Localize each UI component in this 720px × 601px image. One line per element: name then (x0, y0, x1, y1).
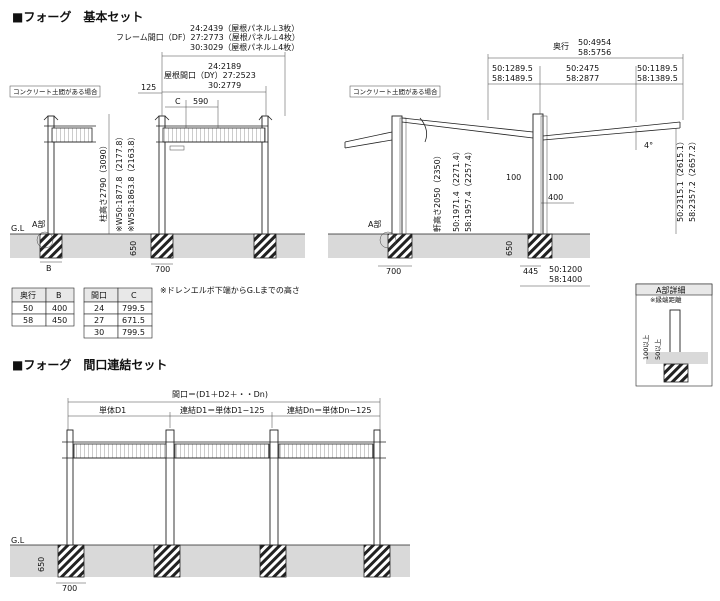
frame-width-label: フレーム間口（DF）27:2773（屋根パネル⊥4枚） (116, 32, 300, 42)
width-table-cell: 671.5 (122, 316, 145, 325)
dim-700-side: 700 (386, 267, 401, 276)
detail-50: 50以上 (653, 338, 662, 360)
dim-100b: 100 (548, 173, 563, 182)
depth-58: 58:5756 (578, 48, 611, 57)
roof-width-24: 24:2189 (208, 62, 241, 71)
depth-table-header: 奥行 (20, 290, 36, 300)
depth-table-cell: 50 (23, 304, 33, 313)
connected-view: 間口＝(D1＋D2＋・・Dn) 単体D1 連結D1＝単体D1−125 連結Dn＝… (10, 390, 410, 593)
post (391, 115, 403, 235)
unit-d2: 連結D1＝単体D1−125 (180, 405, 264, 415)
foundation (387, 233, 413, 259)
depth-50: 50:4954 (578, 38, 611, 47)
section2-title: ■フォーグ 間口連結セット (12, 357, 167, 372)
side-b1: 58:1489.5 (492, 74, 533, 83)
side-b3: 58:1389.5 (637, 74, 678, 83)
dim-400: 400 (548, 193, 563, 202)
width-table-cell: 24 (94, 304, 104, 313)
rh58: 58:2357.2（2657.2） (688, 137, 697, 222)
section1-title: ■フォーグ 基本セット (12, 9, 143, 24)
gl-label-2: G.L (11, 536, 25, 545)
rh50: 50:2315.1（2615.1） (676, 137, 685, 222)
frame-width-24: 24:2439（屋根パネル⊥3枚） (190, 23, 299, 33)
width-table-header: C (131, 291, 137, 300)
w50-height: ※W50:1877.8（2177.8） (115, 133, 124, 232)
pillar-height: 柱高さ2790（3090） (98, 141, 108, 222)
roof-angle: 4° (644, 141, 653, 150)
detail-note: ※縁端距離 (650, 295, 682, 304)
width-table-cell: 799.5 (122, 304, 145, 313)
post (261, 115, 269, 235)
gl-label: G.L (11, 224, 25, 233)
dim-1400: 58:1400 (549, 275, 582, 284)
width-table-cell: 27 (94, 316, 104, 325)
dim-b: B (46, 264, 52, 273)
eave-height: 軒高さ2050（2350） (432, 151, 442, 232)
dim-445: 445 (523, 267, 538, 276)
dim-650: 650 (129, 241, 138, 256)
post (532, 113, 544, 235)
foundation (39, 233, 63, 259)
dim-1200: 50:1200 (549, 265, 582, 274)
frame-width-30: 30:3029（屋根パネル⊥4枚） (190, 42, 299, 52)
a-part-label: A部 (32, 219, 45, 229)
depth-table: 奥行 B 50 400 58 450 (11, 287, 75, 327)
post (47, 115, 55, 235)
foundation (527, 233, 553, 259)
side-a1: 50:1289.5 (492, 64, 533, 73)
width-table-cell: 30 (94, 328, 104, 337)
foundation (253, 233, 277, 259)
depth-table-cell: 58 (23, 316, 33, 325)
depth-table-header: B (56, 291, 62, 300)
depth-table-cell: 450 (52, 316, 67, 325)
detail-100: 100以上 (641, 334, 650, 360)
unit-dn: 連結Dn＝単体Dn−125 (287, 405, 371, 415)
side-view: 奥行 50:4954 58:5756 50:1289.5 50:2475 50:… (328, 38, 697, 287)
a-detail: A部詳細 ※縁端距離 100以上 50以上 (635, 283, 713, 387)
side-b2: 58:2877 (566, 74, 599, 83)
width-table: 間口 C 24 799.5 27 671.5 30 799.5 (83, 287, 153, 339)
concrete-note: コンクリート土間がある場合 (13, 87, 98, 96)
width-table-header: 間口 (91, 291, 107, 300)
roof-width-label: 屋根間口（DY）27:2523 (164, 70, 256, 80)
depth-label: 奥行 (553, 41, 569, 51)
roof-panel (51, 127, 93, 143)
width-table-cell: 799.5 (122, 328, 145, 337)
roof-width-30: 30:2779 (208, 81, 241, 90)
side-a3: 50:1189.5 (637, 64, 678, 73)
dim-c: C (175, 97, 181, 106)
foundation (150, 233, 174, 259)
drain-note: ※ドレンエルボ下端からG.Lまでの高さ (160, 285, 300, 295)
dim-700: 700 (155, 265, 170, 274)
depth-table-cell: 400 (52, 304, 67, 313)
front-view: 24:2439（屋根パネル⊥3枚） フレーム間口（DF）27:2773（屋根パネ… (9, 23, 305, 274)
w58-height: ※W58:1863.8（2163.8） (127, 133, 136, 232)
a-part-side: A部 (368, 219, 381, 229)
dim-590: 590 (193, 97, 208, 106)
concrete-note-side: コンクリート土間がある場合 (353, 87, 438, 96)
dim-700-2: 700 (62, 584, 77, 593)
side-a2: 50:2475 (566, 64, 599, 73)
dim-650-side: 650 (505, 241, 514, 256)
detail-title: A部詳細 (656, 285, 685, 295)
unit-d1: 単体D1 (99, 405, 126, 415)
dim-100a: 100 (506, 173, 521, 182)
total-width: 間口＝(D1＋D2＋・・Dn) (172, 390, 268, 399)
dim-650-2: 650 (37, 557, 46, 572)
roof-panel (162, 127, 266, 143)
h50: 50:1971.4（2271.4） (452, 147, 461, 232)
h58: 58:1957.4（2257.4） (464, 147, 473, 232)
dim-125: 125 (141, 83, 156, 92)
